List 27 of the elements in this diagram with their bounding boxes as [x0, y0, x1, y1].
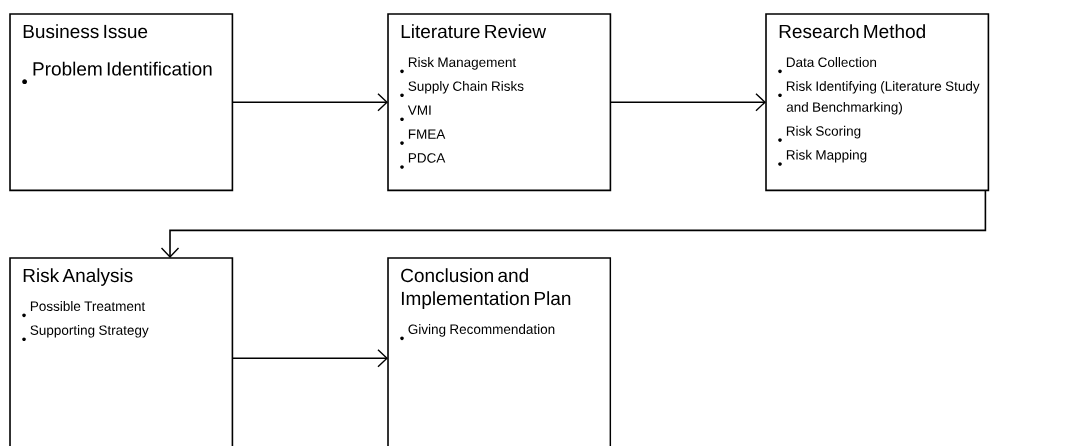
- process-box: [9, 13, 234, 192]
- arrow: [231, 349, 388, 368]
- bullet-item: Problem Identification: [33, 61, 212, 76]
- bullet-item: Risk Management: [408, 57, 517, 70]
- bullet-item: PDCA: [408, 153, 446, 163]
- arrow: [231, 93, 388, 112]
- bullet-item: Risk Identifying (Literature Study and Benchmarking): [786, 81, 980, 115]
- arrow: [609, 93, 766, 112]
- box-heading: Literature Review: [401, 24, 547, 39]
- process-box: [387, 13, 612, 192]
- bullet-item: Data Collection: [786, 57, 877, 67]
- process-box: [9, 257, 234, 446]
- box-heading: Conclusion and Implementation Plan: [401, 268, 571, 309]
- box-heading: Research Method: [779, 24, 925, 39]
- bullet-item: Risk Mapping: [786, 149, 867, 163]
- bullet-item: Supporting Strategy: [30, 325, 149, 338]
- process-box: [387, 257, 612, 446]
- box-heading: Business Issue: [23, 24, 148, 39]
- bullet-item: Risk Scoring: [786, 125, 861, 139]
- bullet-item: Possible Treatment: [30, 301, 146, 311]
- bullet-item: Supply Chain Risks: [408, 81, 524, 94]
- bullet-item: FMEA: [408, 129, 446, 139]
- arrow: [160, 189, 987, 258]
- process-box: [765, 13, 990, 192]
- bullet-item: Giving Recommendation: [408, 324, 555, 337]
- bullet-item: VMI: [407, 105, 431, 115]
- box-heading: Risk Analysis: [23, 268, 133, 286]
